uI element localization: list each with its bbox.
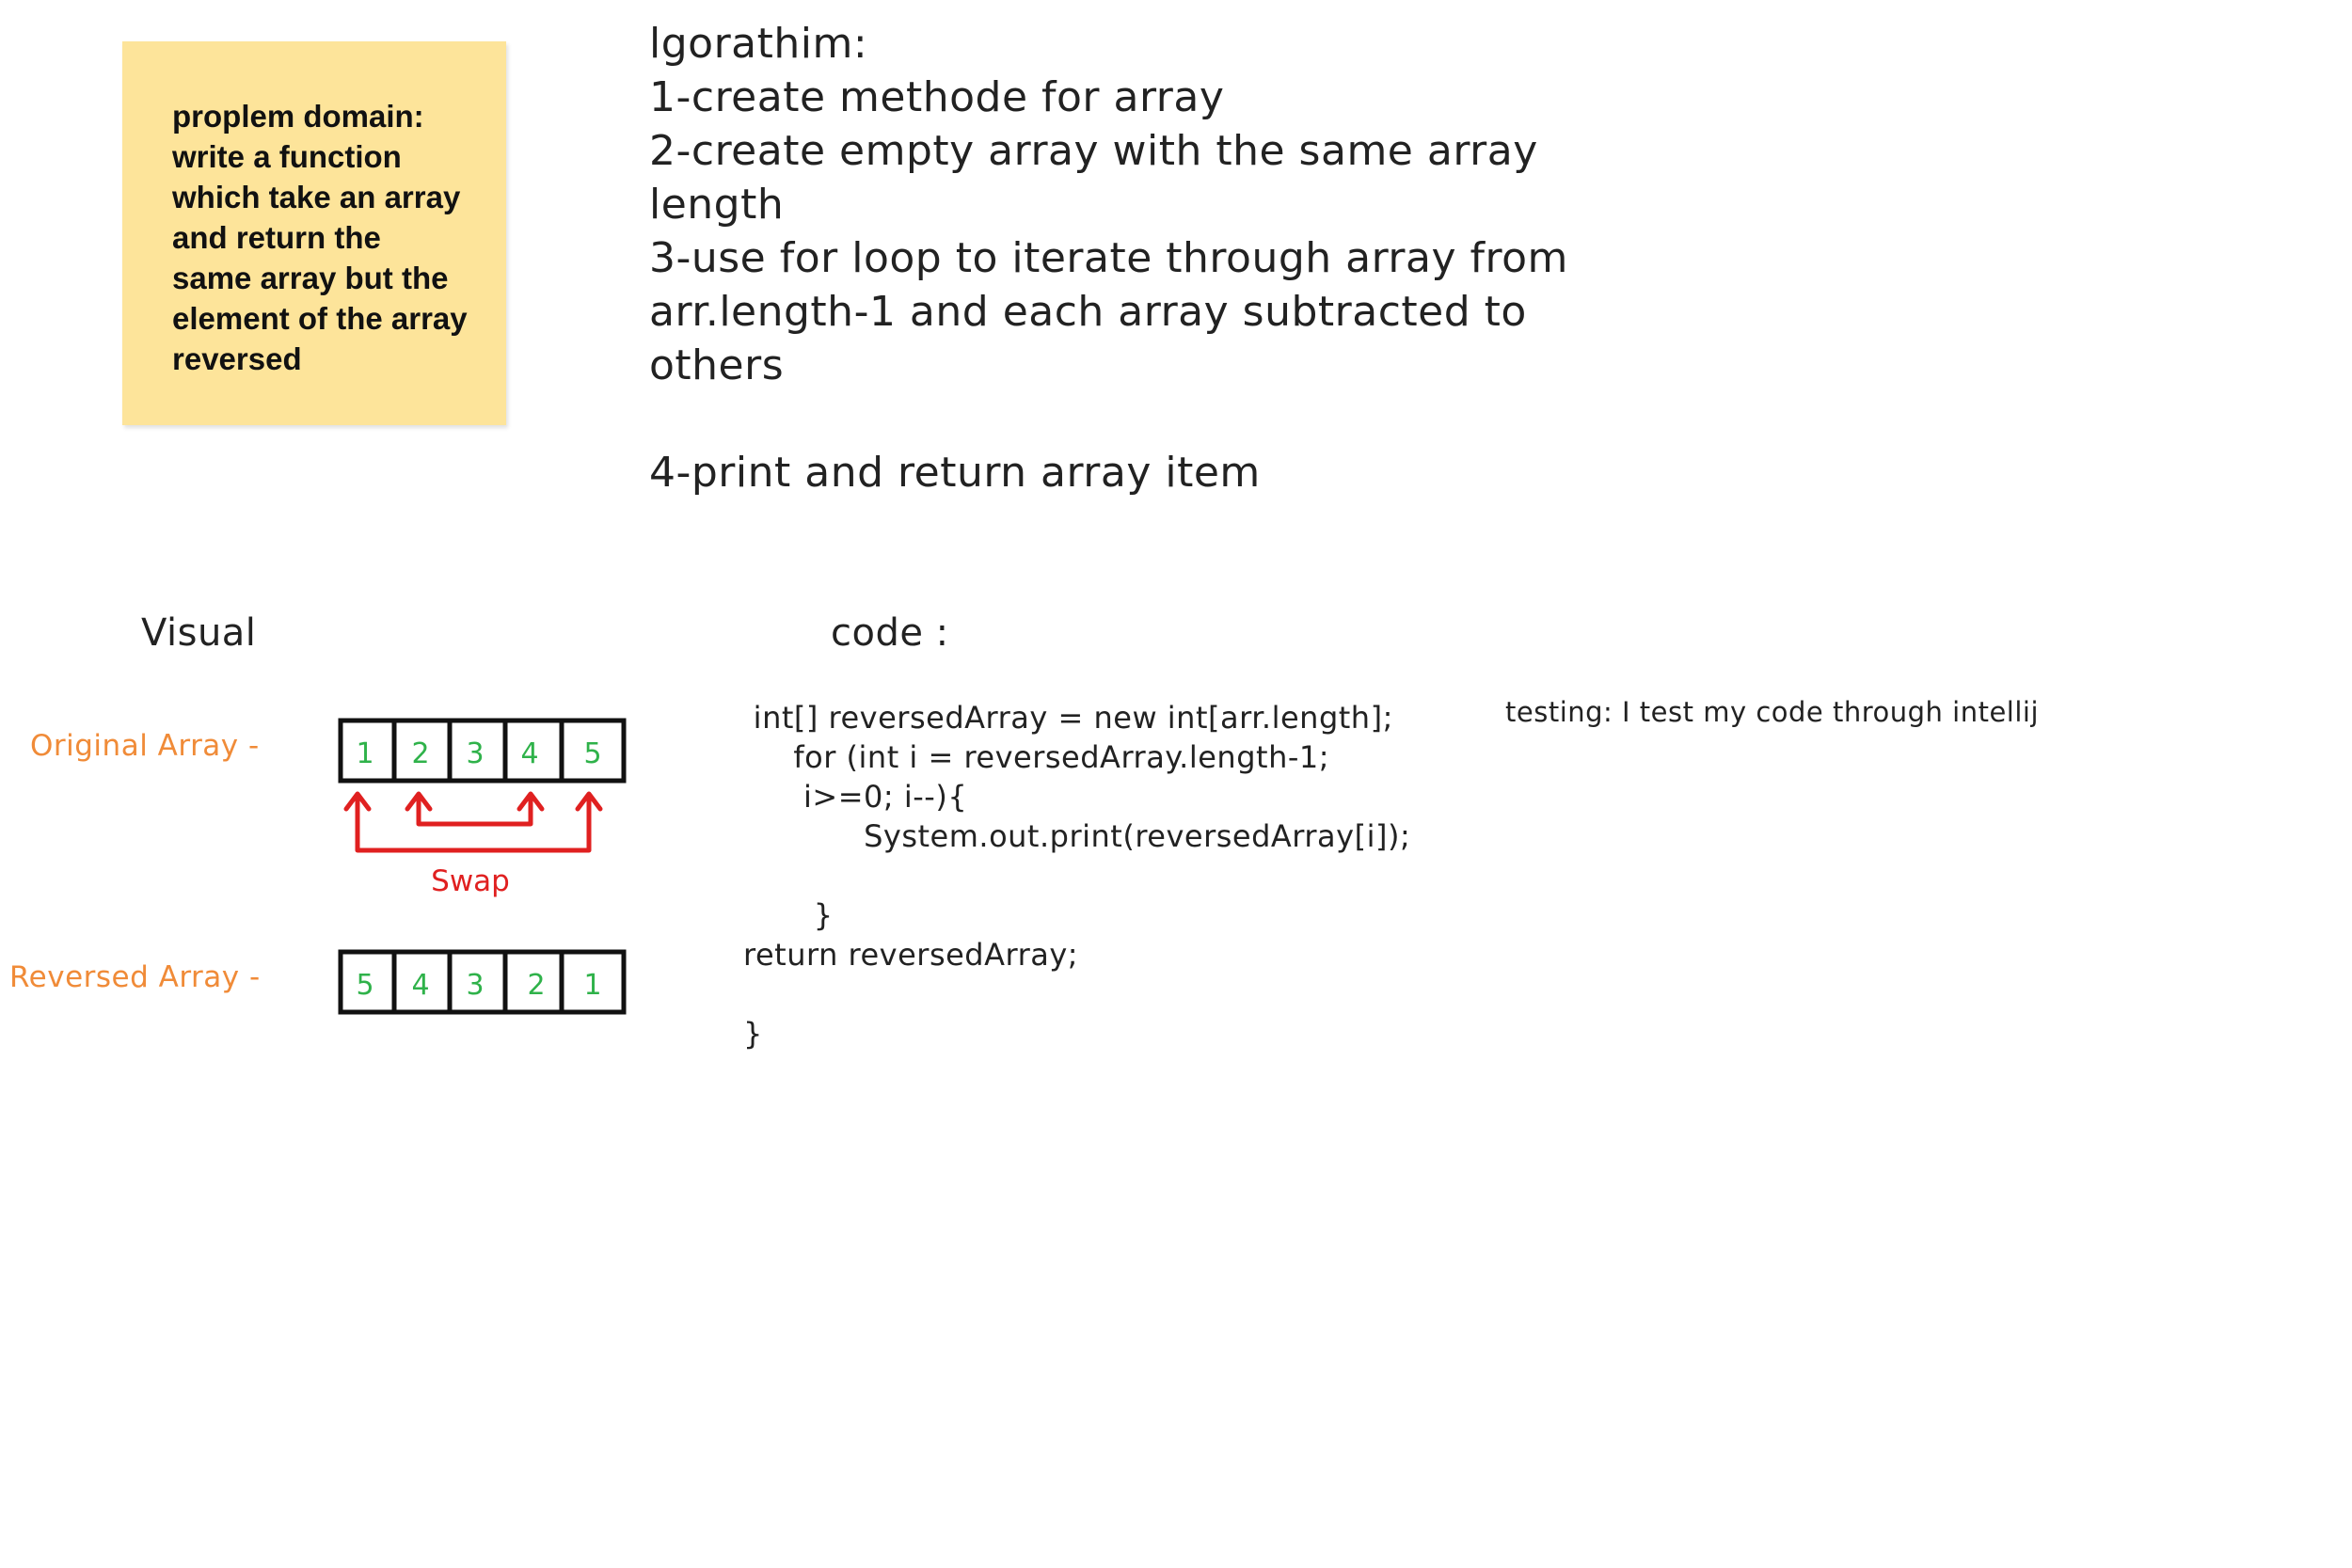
reversed-array-label: Reversed Array -: [9, 960, 261, 994]
algorithm-line: 1-create methode for array: [649, 73, 1225, 121]
reversed-value: 2: [527, 969, 545, 1002]
swap-arrow-inner: [405, 791, 545, 827]
original-value: 1: [356, 737, 373, 770]
original-array-label: Original Array -: [30, 729, 260, 763]
code-line: i>=0; i--){: [743, 779, 968, 815]
original-value: 3: [466, 737, 484, 770]
original-value: 2: [411, 737, 429, 770]
swap-arrow-outer: [343, 791, 603, 853]
original-value: 5: [583, 737, 601, 770]
code-line: }: [743, 1016, 763, 1052]
reversed-value: 4: [411, 969, 429, 1002]
algorithm-line: lgorathim:: [649, 20, 868, 68]
code-line: [743, 974, 1410, 1014]
algorithm-block: lgorathim: 1-create methode for array 2-…: [649, 17, 1590, 499]
reversed-value: 1: [583, 969, 601, 1002]
algorithm-line: length: [649, 181, 785, 229]
algorithm-line: others: [649, 341, 785, 389]
swap-label: Swap: [431, 864, 510, 898]
code-line: [743, 856, 1410, 895]
algorithm-line: 4-print and return array item: [649, 449, 1261, 497]
reversed-array: 5 4 3 2 1: [338, 949, 627, 1015]
reversed-cell: [559, 949, 627, 1015]
problem-domain-note: proplem domain: write a function which t…: [122, 41, 506, 425]
original-cell: [559, 718, 627, 784]
code-line: int[] reversedArray = new int[arr.length…: [743, 700, 1393, 736]
reversed-value: 3: [466, 969, 484, 1002]
algorithm-line: 2-create empty array with the same array: [649, 127, 1538, 175]
original-array: 1 2 3 4 5: [338, 718, 627, 784]
visual-heading: Visual: [141, 611, 257, 655]
algorithm-line: 3-use for loop to iterate through array …: [649, 234, 1568, 282]
code-heading: code :: [831, 611, 949, 655]
code-block: int[] reversedArray = new int[arr.length…: [743, 698, 1410, 1053]
problem-domain-text: proplem domain: write a function which t…: [172, 99, 468, 376]
code-line: System.out.print(reversedArray[i]);: [743, 818, 1411, 854]
code-line: return reversedArray;: [743, 937, 1079, 973]
original-value: 4: [520, 737, 538, 770]
reversed-value: 5: [356, 969, 373, 1002]
algorithm-line: arr.length-1 and each array subtracted t…: [649, 288, 1527, 336]
testing-note: testing: I test my code through intellij: [1505, 696, 2040, 728]
code-line: }: [743, 897, 834, 933]
code-line: for (int i = reversedArray.length-1;: [743, 739, 1330, 775]
